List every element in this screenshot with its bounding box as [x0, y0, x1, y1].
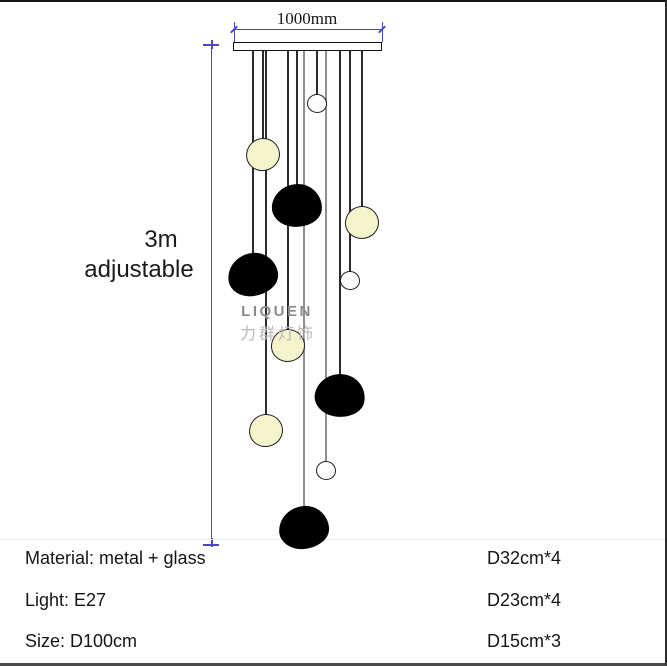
- brand-watermark-latin: LIQUEN: [241, 303, 313, 320]
- spec-sphere-d32: D32cm*4: [487, 548, 562, 568]
- drop-height-label-line2: adjustable: [84, 256, 194, 283]
- pendant-cable: [262, 51, 264, 154]
- lamp-sphere-black: [311, 369, 369, 421]
- dim-line-vertical: [211, 45, 212, 545]
- lamp-sphere-white: [307, 93, 327, 113]
- spec-size: Size: D100cm: [25, 631, 138, 651]
- drop-height-label-line1: 3m: [144, 226, 178, 253]
- pendant-cable: [349, 51, 351, 280]
- dim-extension-right: [381, 22, 383, 42]
- lamp-sphere-white: [316, 460, 336, 480]
- spec-material: Material: metal + glass: [25, 548, 206, 568]
- lamp-sphere-black: [277, 504, 331, 550]
- pendant-cable: [296, 51, 298, 205]
- lamp-sphere-black: [270, 181, 324, 229]
- dim-tick-top-cross: [210, 40, 213, 49]
- specs-divider: [0, 539, 665, 540]
- lamp-sphere-black: [225, 249, 281, 299]
- pendant-cable: [324, 51, 328, 470]
- pendant-cable: [316, 51, 318, 103]
- lamp-sphere-cream: [247, 412, 285, 448]
- ceiling-plate: [233, 42, 382, 51]
- pendant-cable: [302, 51, 306, 527]
- pendant-cable: [361, 51, 363, 222]
- pendant-cable: [265, 51, 267, 430]
- brand-watermark-chinese: 力群灯饰: [239, 326, 317, 343]
- spec-light: Light: E27: [25, 590, 107, 610]
- dim-tick-bottom-cross: [210, 538, 213, 547]
- pendant-cable: [339, 51, 341, 395]
- lamp-sphere-white: [340, 270, 360, 290]
- lamp-sphere-cream: [244, 135, 282, 173]
- spec-sphere-d23: D23cm*4: [487, 590, 562, 610]
- spec-sphere-d15: D15cm*3: [487, 631, 562, 651]
- dim-extension-left: [233, 22, 235, 42]
- dim-label-width: 1000mm: [276, 9, 338, 28]
- dim-line-horizontal: [234, 29, 382, 30]
